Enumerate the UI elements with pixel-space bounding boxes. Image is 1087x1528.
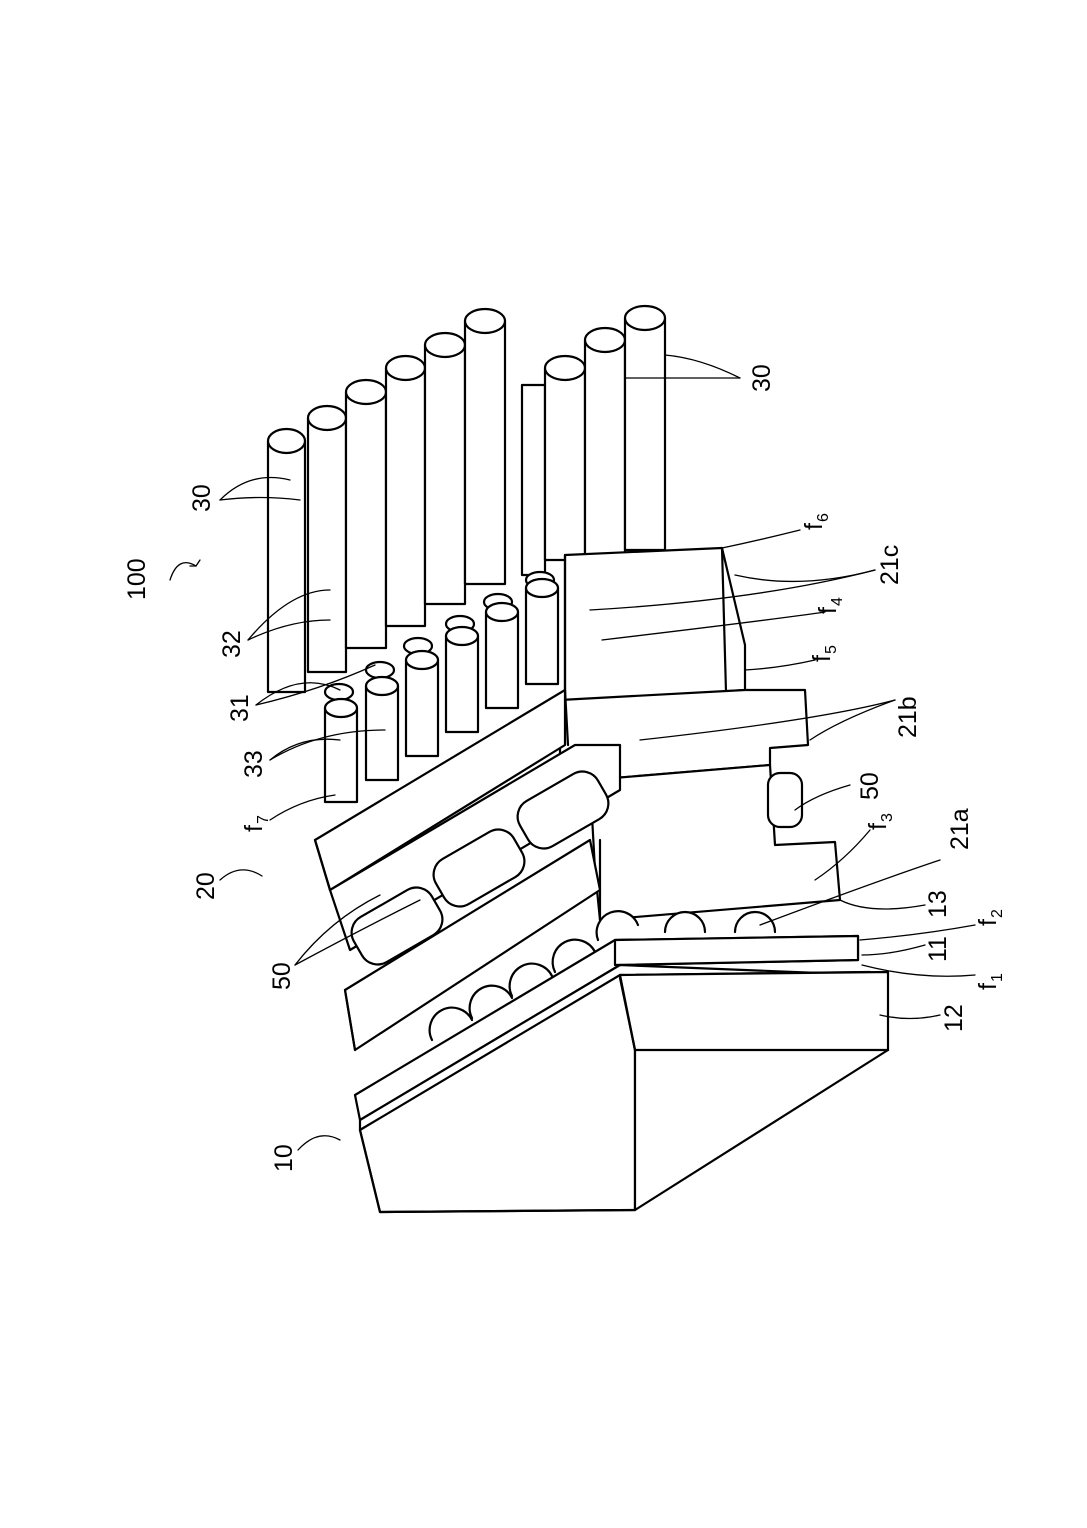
label-f5: f 5 [808,645,840,662]
label-f3: f 3 [864,813,896,830]
label-f4: f 4 [814,597,846,614]
label-30-top: 30 [188,484,216,512]
label-31: 31 [226,694,254,722]
label-100: 100 [123,558,151,600]
svg-text:f: f [864,823,892,830]
holder-step-21c [565,548,745,700]
svg-text:f: f [974,919,1002,926]
cap-33-5 [484,594,518,708]
svg-text:7: 7 [255,815,272,824]
label-f1: f 1 [974,973,1006,990]
label-f7: f 7 [240,815,272,832]
cylinder-30-1 [268,429,305,692]
cylinder-30-10 [625,306,665,550]
svg-text:6: 6 [815,513,832,522]
cylinder-30-4 [386,356,425,626]
cylinder-30-6 [465,309,505,584]
svg-text:3: 3 [879,813,896,822]
cylinder-30-3 [346,380,386,648]
svg-text:1: 1 [989,973,1006,982]
cap-33-6 [526,572,558,684]
label-33: 33 [240,750,268,778]
cap-33-3 [404,638,438,756]
label-f2: f 2 [974,909,1006,926]
cylinder-30-7 [522,385,545,575]
cylinder-30-9 [585,328,625,555]
cap-33-4 [446,616,478,732]
label-21a: 21a [946,808,974,850]
label-20: 20 [192,872,220,900]
label-f6: f 6 [800,513,832,530]
cylinder-30-2 [308,406,346,672]
cap-33-2 [366,662,398,780]
label-12: 12 [940,1004,968,1032]
label-21b: 21b [894,696,922,738]
svg-text:f: f [800,523,828,530]
svg-text:f: f [808,655,836,662]
cylinder-30-8 [545,356,585,560]
label-30-right: 30 [748,364,776,392]
label-11: 11 [924,936,952,962]
label-21c: 21c [876,545,904,585]
label-50-right: 50 [856,772,884,800]
label-10: 10 [270,1144,298,1172]
label-32: 32 [218,630,246,658]
svg-text:5: 5 [823,645,840,654]
pad-50-4 [768,773,802,827]
label-50-left: 50 [268,962,296,990]
cap-33-1 [325,684,357,802]
svg-text:f: f [974,983,1002,990]
svg-text:f: f [240,825,268,832]
svg-text:f: f [814,607,842,614]
label-13: 13 [924,890,952,918]
svg-text:4: 4 [829,597,846,606]
cylinder-30-5 [425,333,465,604]
svg-text:2: 2 [989,909,1006,918]
